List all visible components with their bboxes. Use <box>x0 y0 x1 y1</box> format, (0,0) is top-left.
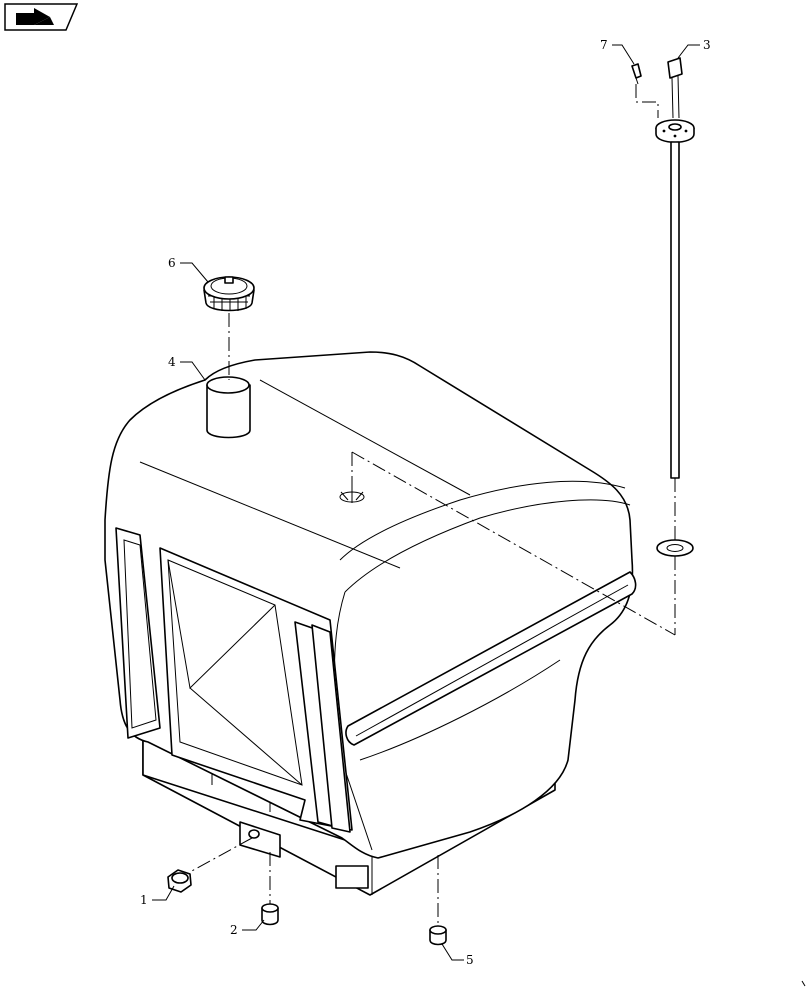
mounting-screw[interactable] <box>631 63 642 85</box>
return-nav-button[interactable] <box>4 3 78 31</box>
drain-plug-2[interactable] <box>261 903 279 926</box>
return-arrow-icon <box>16 8 54 25</box>
drain-plug-1[interactable] <box>167 869 192 893</box>
assembly-centerlines <box>189 84 676 926</box>
callout-7: 7 <box>600 38 635 65</box>
filler-neck <box>206 376 251 439</box>
filler-cap[interactable] <box>203 276 255 312</box>
callout-2: 2 <box>230 919 265 937</box>
fuel-level-sender[interactable] <box>655 57 695 479</box>
callout-1: 1 <box>140 885 175 907</box>
callout-6: 6 <box>168 256 209 283</box>
callout-number: 4 <box>168 355 176 369</box>
callout-number: 6 <box>168 256 176 270</box>
fuel-tank[interactable] <box>104 351 637 896</box>
callout-number: 5 <box>466 953 474 967</box>
callout-number: 1 <box>140 893 148 907</box>
callout-3: 3 <box>677 38 711 59</box>
sender-mount-symbol <box>339 490 365 503</box>
callout-4: 4 <box>168 355 206 381</box>
callout-number: 2 <box>230 923 238 937</box>
sender-gasket[interactable] <box>656 539 694 557</box>
callout-number: 3 <box>703 38 711 52</box>
callout-5: 5 <box>441 943 474 967</box>
corner-mark <box>801 980 806 987</box>
drain-plug-5[interactable] <box>429 925 447 946</box>
callout-number: 7 <box>600 38 608 52</box>
